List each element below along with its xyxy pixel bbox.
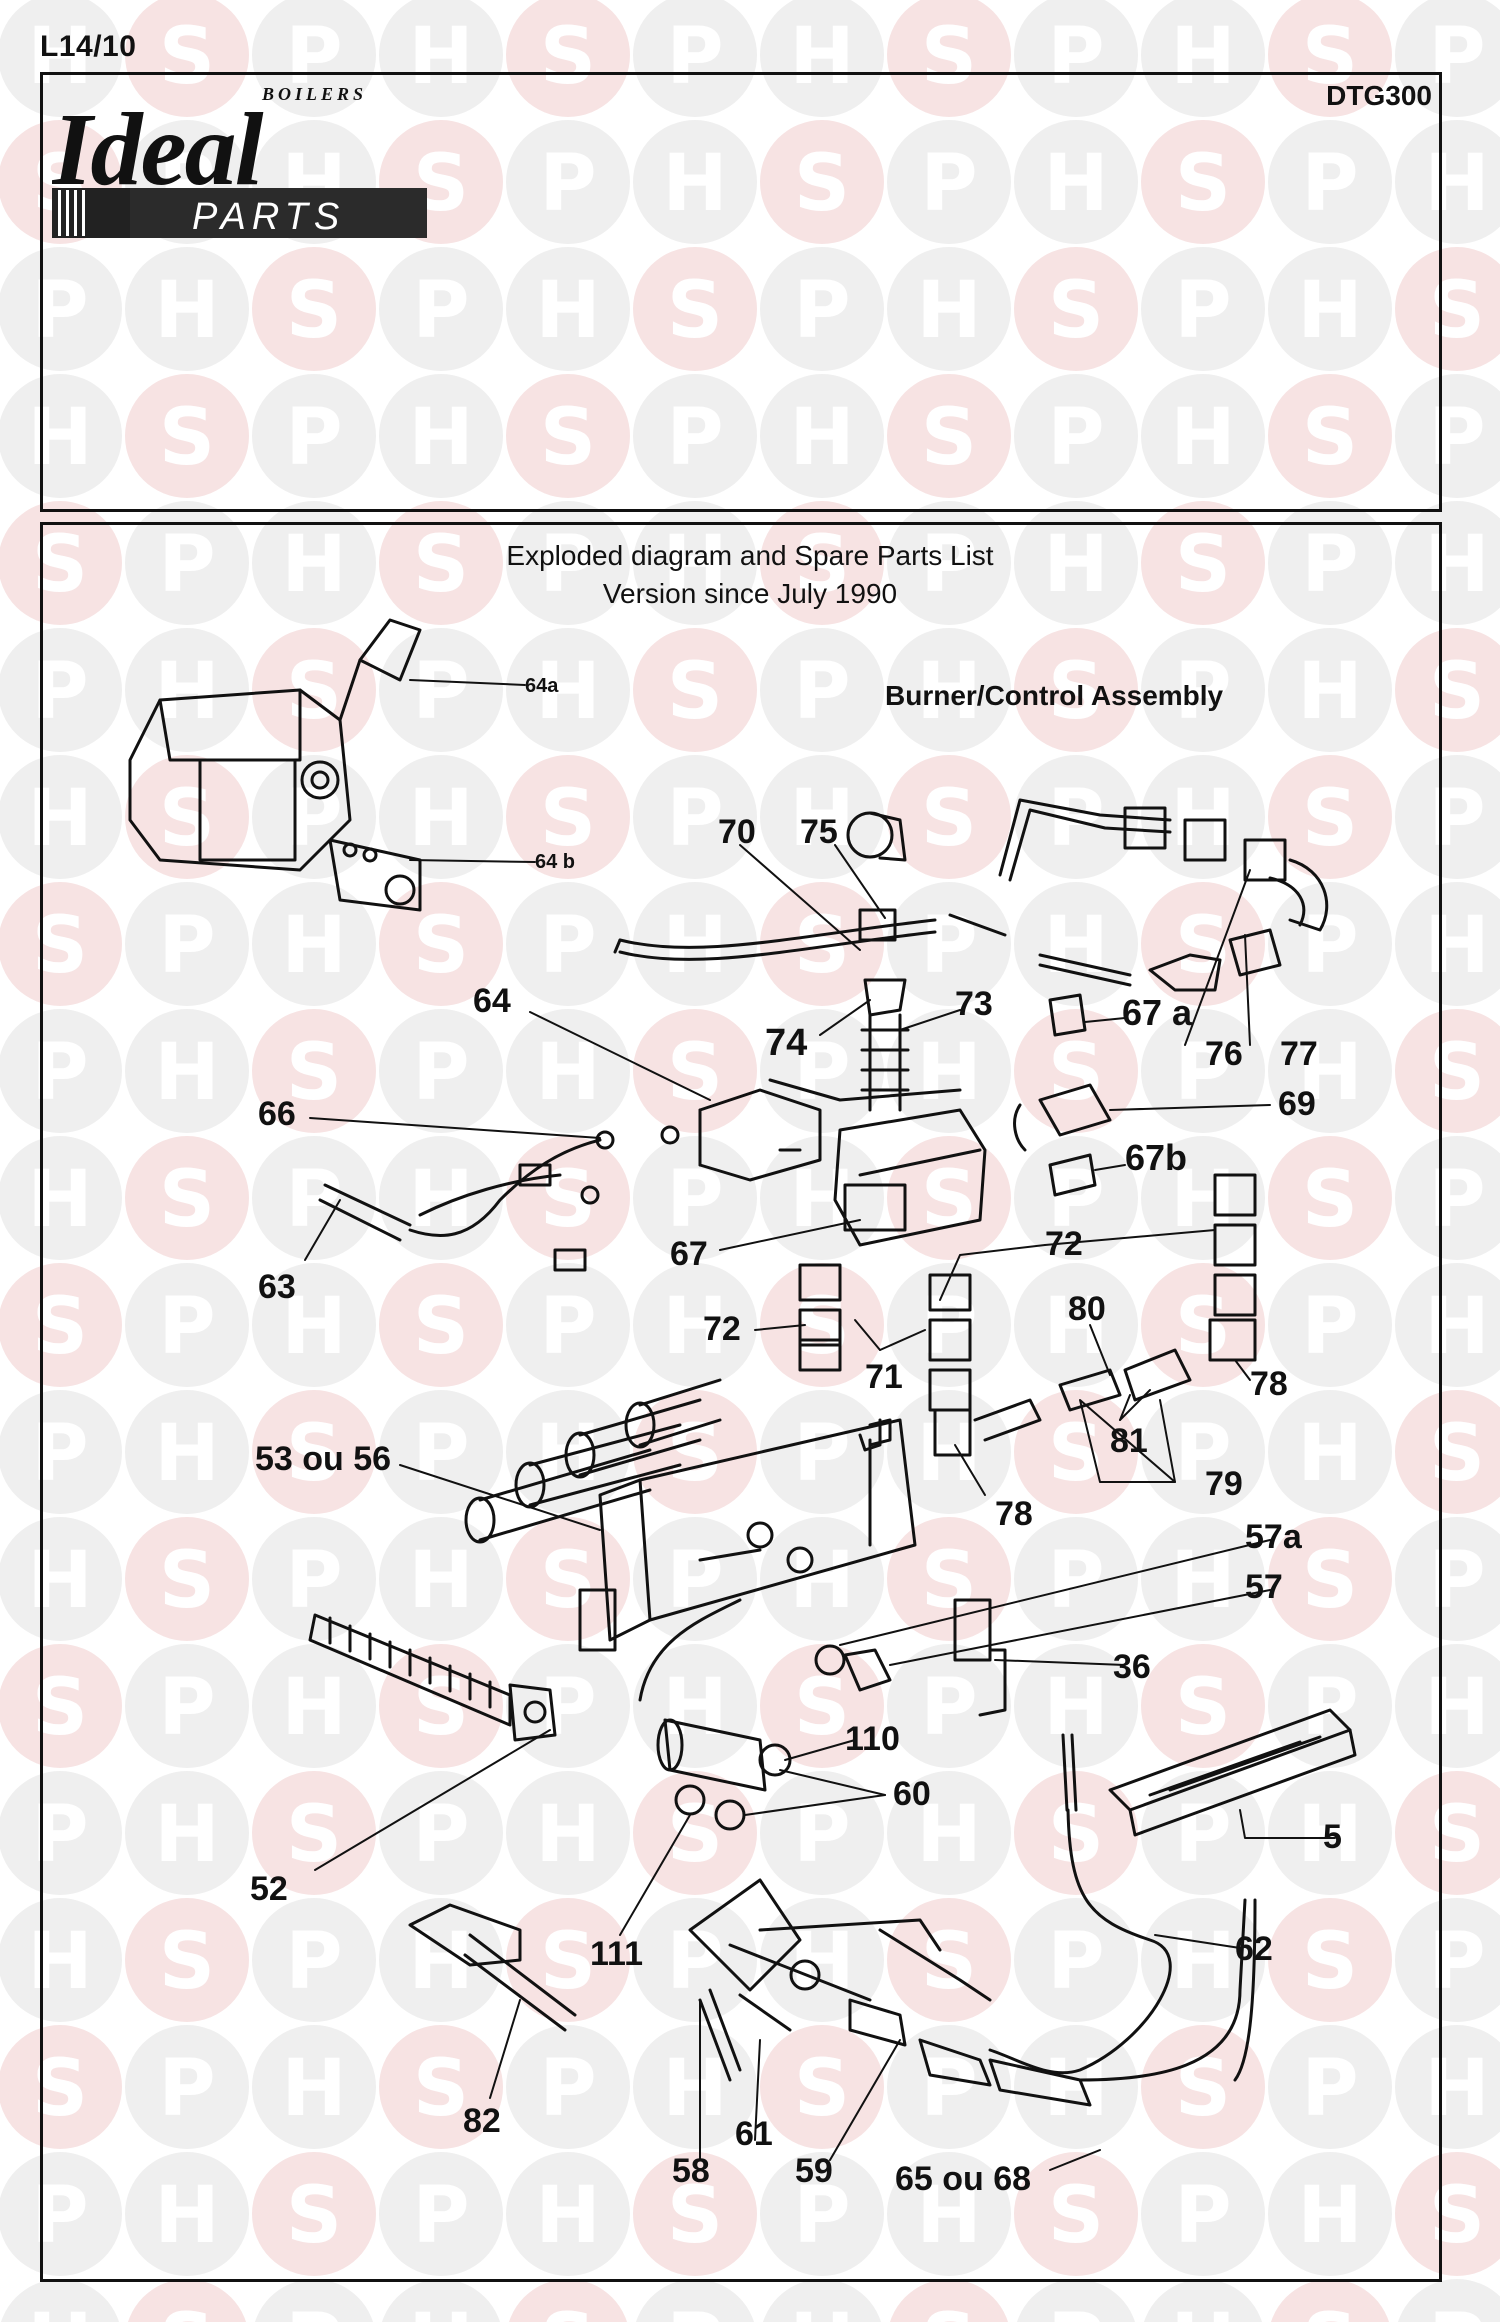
label-64: 64	[473, 982, 511, 1020]
label-63: 63	[258, 1268, 296, 1306]
diagram-subtitle: Version since July 1990	[602, 578, 898, 609]
exploded-diagram: 64a 64 b 70 75 64 73 74 67 a 76 77 66 69…	[128, 618, 1357, 2198]
pilot-burner	[408, 1878, 1092, 2107]
label-60: 60	[893, 1775, 931, 1813]
svg-text:P: P	[666, 2298, 723, 2322]
svg-text:S: S	[921, 2298, 977, 2322]
header-frame	[40, 72, 1442, 512]
label-67b: 67b	[1125, 1137, 1187, 1178]
svg-text:P: P	[285, 2298, 342, 2322]
label-76: 76	[1205, 1035, 1243, 1073]
svg-text:H: H	[1170, 2298, 1235, 2322]
label-69: 69	[1278, 1085, 1316, 1123]
label-64a: 64a	[525, 675, 559, 697]
label-74: 74	[765, 1022, 807, 1064]
label-52: 52	[250, 1870, 288, 1908]
label-75: 75	[800, 813, 838, 851]
label-72-right: 72	[1045, 1225, 1083, 1263]
label-67: 67	[670, 1235, 708, 1273]
label-80: 80	[1068, 1290, 1106, 1328]
label-111: 111	[590, 1935, 643, 1973]
label-64b: 64 b	[535, 851, 575, 873]
logo-sub-bottom: PARTS	[192, 196, 345, 238]
label-57a: 57a	[1245, 1518, 1303, 1556]
document-code: L14/10	[40, 30, 137, 63]
label-110: 110	[845, 1720, 900, 1758]
label-65-ou-68: 65 ou 68	[895, 2160, 1031, 2198]
union-fitting	[860, 978, 910, 1112]
label-81: 81	[1110, 1422, 1148, 1460]
label-82: 82	[463, 2102, 501, 2140]
label-71: 71	[865, 1358, 903, 1396]
part-labels: 64a 64 b 70 75 64 73 74 67 a 76 77 66 69…	[250, 675, 1342, 2198]
diagram-frame	[40, 522, 1442, 2282]
label-77: 77	[1280, 1035, 1318, 1073]
logo-sub-top: BOILERS	[261, 84, 367, 104]
label-79: 79	[1205, 1465, 1243, 1503]
ideal-parts-logo: PARTS BOILERS Ideal	[52, 84, 427, 238]
diagram-title: Exploded diagram and Spare Parts List	[506, 540, 994, 571]
svg-text:H: H	[789, 2298, 854, 2322]
heat-shield	[1108, 1708, 1357, 1837]
label-66: 66	[258, 1095, 296, 1133]
fittings-chain	[1123, 806, 1329, 932]
burner-bar	[308, 1613, 557, 1742]
nozzle-assembly	[814, 1598, 1007, 1717]
label-58: 58	[672, 2152, 710, 2190]
gas-valve-detail	[128, 618, 422, 912]
label-61: 61	[735, 2115, 773, 2153]
gas-control-valve	[698, 1078, 987, 1247]
svg-text:S: S	[540, 2298, 596, 2322]
label-36: 36	[1113, 1648, 1151, 1686]
right-connectors	[1013, 993, 1112, 1197]
label-62: 62	[1235, 1930, 1273, 1968]
svg-text:H: H	[408, 2298, 473, 2322]
leader-lines	[304, 679, 1336, 2171]
burner-manifold	[464, 1378, 917, 1652]
pilot-tubing	[613, 798, 1282, 992]
model-code: DTG300	[1326, 80, 1432, 111]
svg-text:P: P	[1428, 2298, 1485, 2322]
label-78-bottom: 78	[995, 1495, 1033, 1533]
svg-text:S: S	[1302, 2298, 1358, 2322]
svg-text:P: P	[1047, 2298, 1104, 2322]
label-57: 57	[1245, 1568, 1283, 1606]
label-72-left: 72	[703, 1310, 741, 1348]
tee-fittings	[798, 1173, 1257, 1457]
logo-brand: Ideal	[52, 92, 264, 207]
label-67a: 67 a	[1122, 992, 1193, 1033]
label-53-ou-56: 53 ou 56	[255, 1440, 391, 1478]
label-70: 70	[718, 813, 756, 851]
label-73: 73	[955, 985, 993, 1023]
electrode-block	[638, 1598, 792, 1831]
svg-text:S: S	[159, 2298, 215, 2322]
wiring-loom	[318, 1125, 680, 1272]
label-78-right: 78	[1250, 1365, 1288, 1403]
capillary-tube	[988, 1733, 1257, 2082]
label-5: 5	[1323, 1818, 1342, 1856]
label-59: 59	[795, 2152, 833, 2190]
svg-text:H: H	[27, 2298, 92, 2322]
assembly-title: Burner/Control Assembly	[885, 680, 1224, 711]
